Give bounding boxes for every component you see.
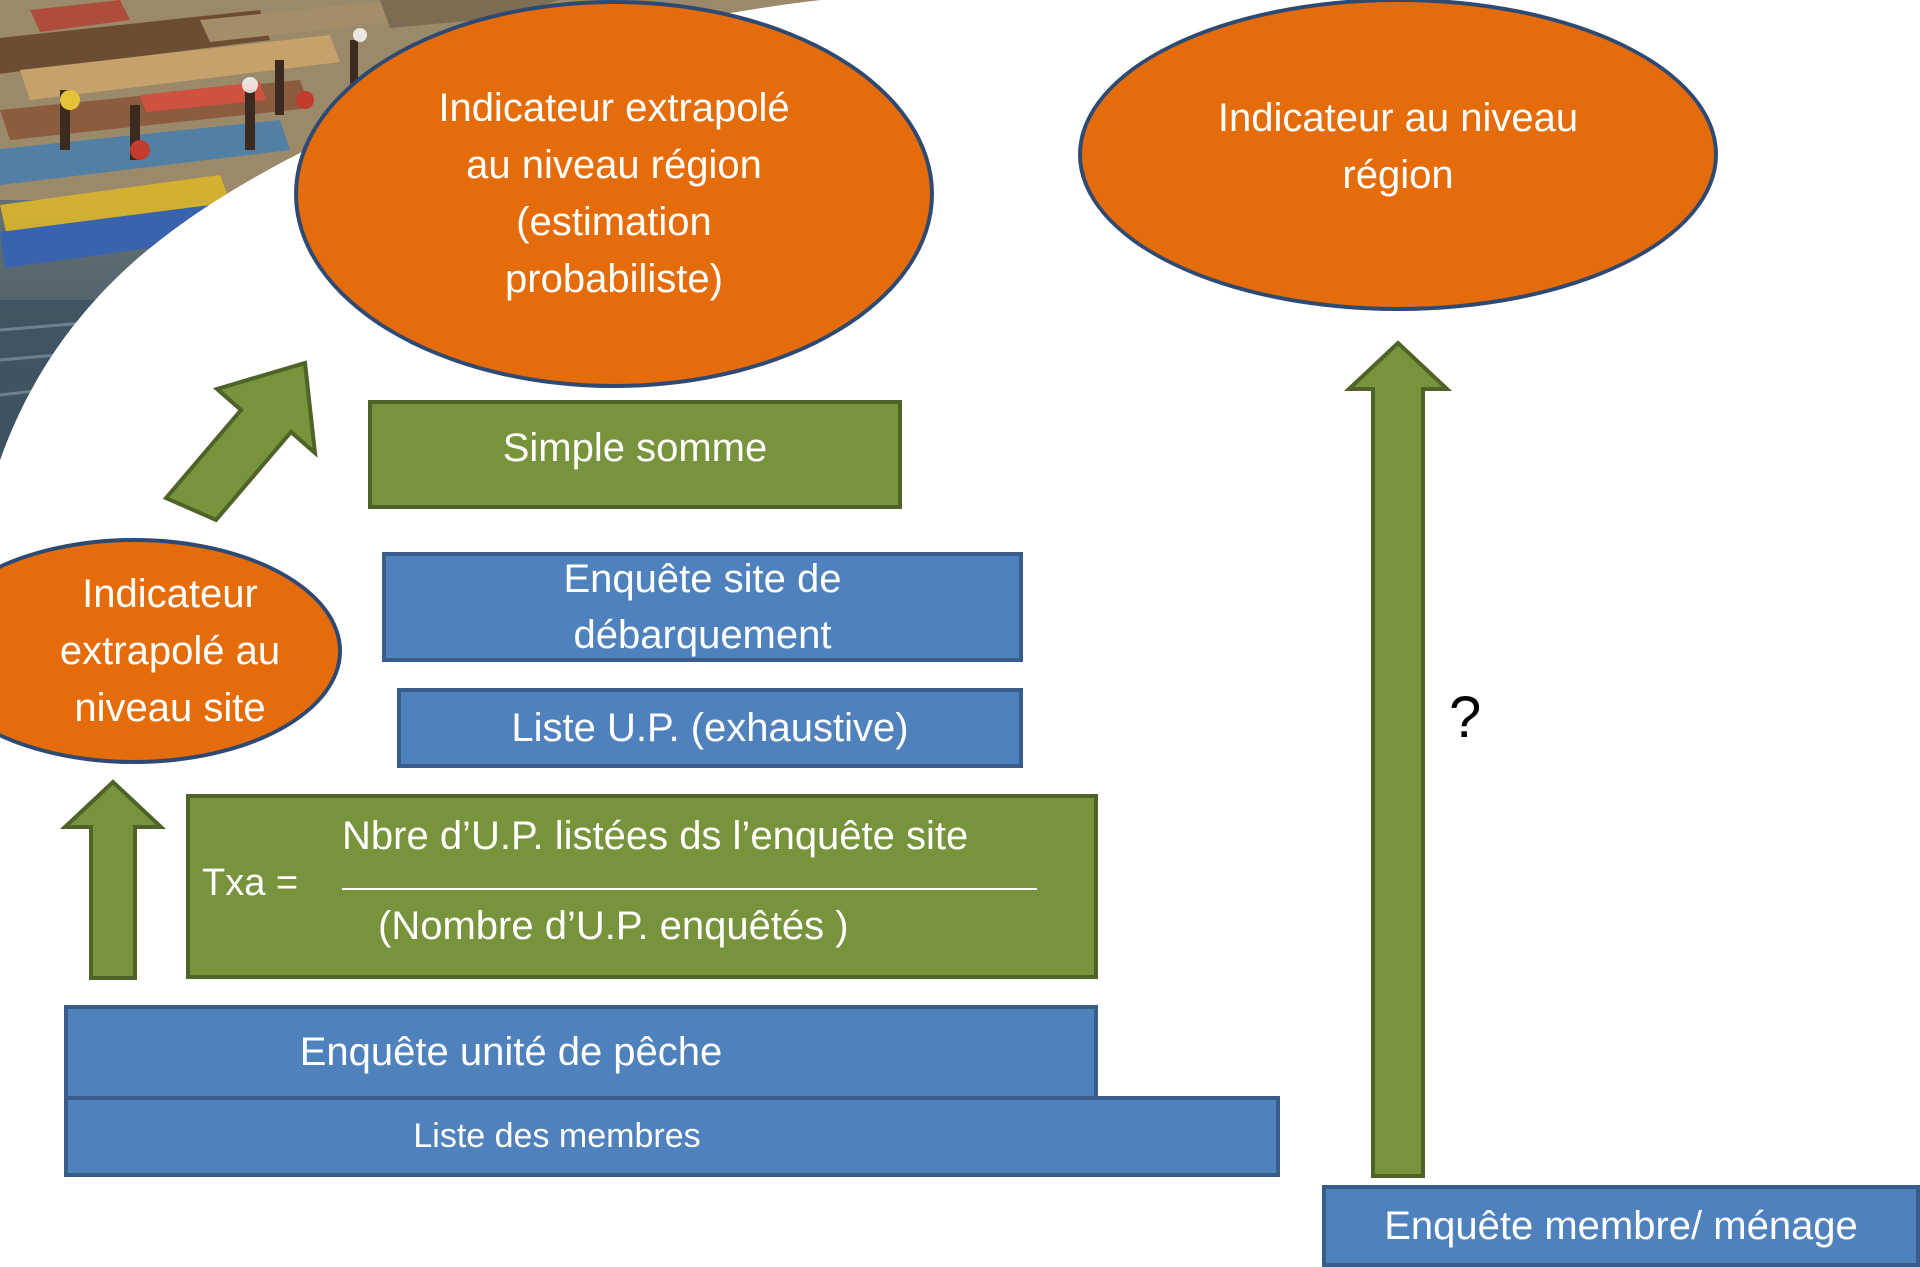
diagonal-arrow-icon	[162, 360, 318, 523]
region-label: Indicateur au niveau région	[1217, 95, 1579, 197]
site-survey-box: Enquête site de débarquement	[382, 552, 1023, 662]
member-list-box: Liste des membres	[64, 1096, 1280, 1177]
up-list-label: Liste U.P. (exhaustive)	[511, 705, 909, 750]
region-ellipse: Indicateur au niveau région	[1078, 0, 1718, 311]
simple-sum-label: Simple somme	[502, 426, 768, 470]
site-extrapolated-label: Indicateur extrapolé au niveau site	[59, 571, 281, 730]
fishing-unit-survey-label: Enquête unité de pêche	[299, 1030, 723, 1074]
member-household-survey-label: Enquête membre/ ménage	[1384, 1203, 1858, 1248]
member-household-survey-box: Enquête membre/ ménage	[1322, 1185, 1920, 1267]
formula-fraction-line	[342, 888, 1037, 890]
formula-denominator: (Nombre d’U.P. enquêtés )	[378, 904, 849, 948]
formula-numerator: Nbre d’U.P. listées ds l’enquête site	[342, 814, 969, 858]
formula-box: Txa = Nbre d’U.P. listées ds l’enquête s…	[186, 794, 1098, 979]
question-mark: ?	[1449, 685, 1482, 750]
site-extrapolated-ellipse: Indicateur extrapolé au niveau site	[0, 538, 342, 764]
site-survey-label: Enquête site de débarquement	[563, 557, 842, 657]
fishing-unit-survey-box: Enquête unité de pêche	[64, 1005, 1098, 1100]
region-extrapolated-label: Indicateur extrapolé au niveau région (e…	[438, 86, 790, 301]
right-up-arrow-icon	[1343, 340, 1453, 1178]
member-list-label: Liste des membres	[413, 1117, 701, 1155]
formula-label: Txa =	[202, 862, 299, 904]
up-list-box: Liste U.P. (exhaustive)	[397, 688, 1023, 768]
simple-sum-box: Simple somme	[368, 400, 902, 509]
region-extrapolated-ellipse: Indicateur extrapolé au niveau région (e…	[294, 0, 934, 388]
left-up-arrow-icon	[59, 779, 167, 980]
